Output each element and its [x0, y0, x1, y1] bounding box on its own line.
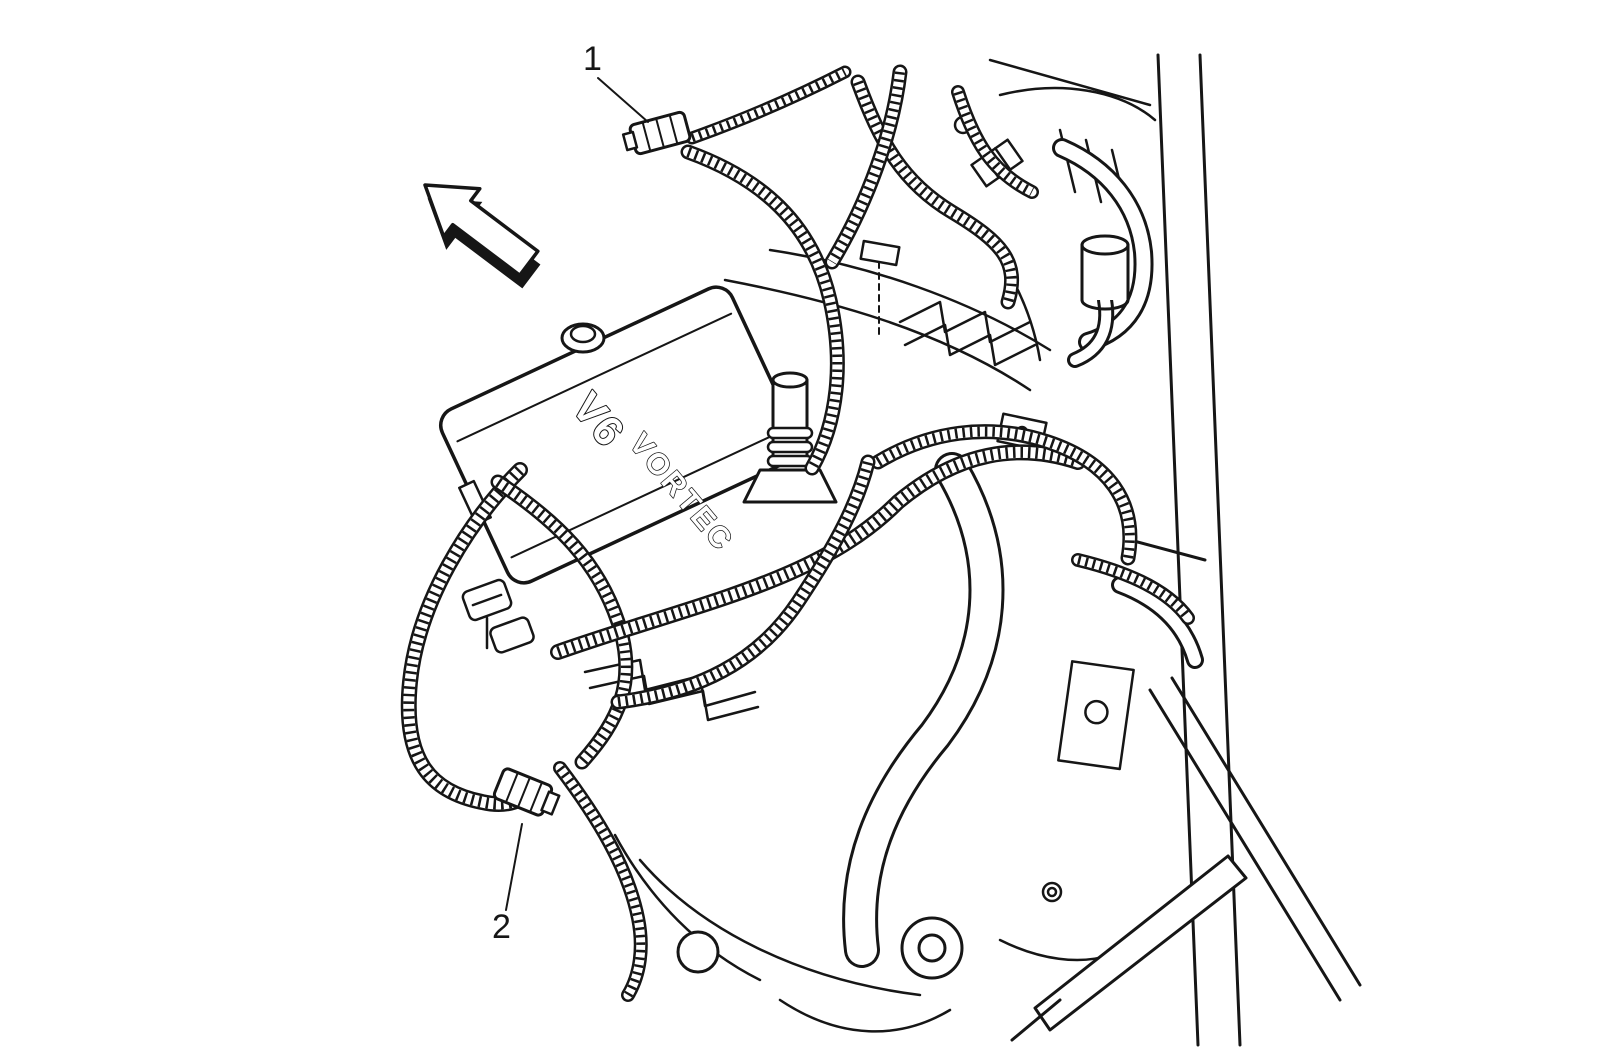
callout-1: 1 — [583, 40, 649, 123]
callout-2-leader — [505, 823, 523, 911]
callout-2: 2 — [492, 823, 523, 946]
radiator-hose — [842, 452, 1005, 968]
breather-cylinder — [1080, 234, 1130, 311]
callout-1-label: 1 — [583, 40, 602, 78]
oil-filler-bolt — [560, 322, 606, 354]
valve-cover: V6 VORTEC — [439, 285, 801, 585]
harness-tube — [824, 64, 908, 270]
pulley — [676, 916, 964, 980]
harness-tube — [870, 424, 1138, 566]
direction-arrow — [423, 183, 541, 289]
harness-tube — [553, 761, 648, 1002]
harness-tube — [550, 444, 1086, 660]
harness-tube — [1071, 553, 1195, 625]
harness-tube — [685, 65, 852, 145]
frame-rail — [1128, 53, 1362, 1047]
heater-hose-upper — [1052, 138, 1154, 352]
harness-clip — [461, 578, 535, 654]
coolant-hoses — [842, 138, 1204, 968]
wiring-harness — [400, 64, 1195, 1002]
harness-tube — [610, 454, 876, 710]
callout-2-label: 2 — [492, 908, 511, 946]
connector-2 — [492, 767, 561, 817]
callout-1-leader — [597, 77, 649, 123]
harness-tube — [680, 144, 845, 476]
connector-1 — [621, 110, 692, 156]
harness-tube — [400, 462, 540, 813]
bolt-head — [1041, 881, 1063, 903]
harness-tube — [490, 474, 634, 770]
heater-hose-lower — [1111, 576, 1204, 669]
engine-mount-bracket — [1057, 660, 1135, 771]
harness-tube — [850, 74, 1019, 310]
cross-member-bar — [1010, 854, 1248, 1042]
harness-tube — [951, 85, 1039, 199]
ignition-coil — [742, 371, 838, 504]
